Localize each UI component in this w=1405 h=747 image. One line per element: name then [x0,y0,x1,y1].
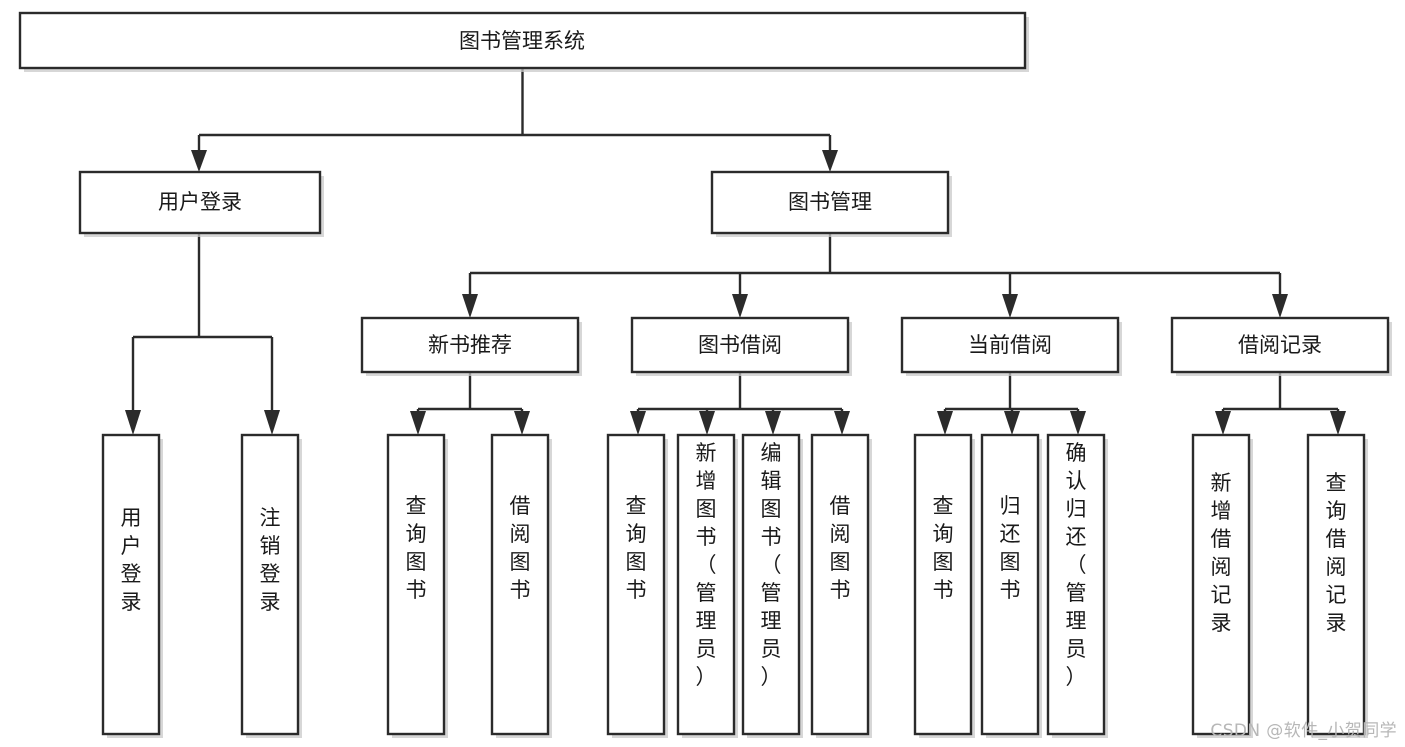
leaf-borrow-record-1-rect [1306,433,1366,736]
arrow-bookborrow-2 [765,411,781,435]
node-user-login[interactable]: 用户登录 [78,170,324,237]
arrow-bookborrow-0 [630,411,646,435]
arrow-currentborrow-2 [1070,411,1086,435]
leaf-borrow-record-0-rect [1191,433,1251,736]
leaf-book-borrow-0[interactable]: 查询图书 [606,433,668,738]
arrow-bookborrow-1 [699,411,715,435]
arrow-bookmanage-1 [732,294,748,318]
leaf-user-login-0[interactable]: 用户登录 [101,433,163,738]
leaf-user-login-1[interactable]: 注销登录 [240,433,302,738]
node-user-login-label: 用户登录 [158,190,242,214]
arrow-root-to-l1-0 [191,150,207,172]
leaf-borrow-record-1-label: 查询借阅记录 [1326,471,1347,635]
leaf-book-borrow-0-label: 查询图书 [626,494,647,602]
node-book-manage-label: 图书管理 [788,190,872,214]
arrow-bookborrow-3 [834,411,850,435]
leaf-current-borrow-1[interactable]: 归还图书 [980,433,1042,738]
leaf-book-borrow-3[interactable]: 借阅图书 [810,433,872,738]
leaf-book-borrow-2-rect [741,433,801,736]
csdn-watermark: CSDN @软件_小贺同学 [1210,721,1397,741]
leaf-book-borrow-3-rect [810,433,870,736]
leaf-current-borrow-0[interactable]: 查询图书 [913,433,975,738]
connector-group-borrow-record [1215,372,1346,435]
leaf-new-book-0-label: 查询图书 [406,494,427,602]
leaf-new-book-0[interactable]: 查询图书 [386,433,448,738]
leaf-book-borrow-3-label: 借阅图书 [830,494,851,602]
node-borrow-record-rect [1170,316,1390,374]
leaf-current-borrow-2[interactable]: 确认归还（管理员） [1046,433,1108,738]
arrow-newbook-1 [514,411,530,435]
leaf-book-borrow-1-label: 新增图书（管理员） [696,441,717,689]
leaf-new-book-1-rect [490,433,550,736]
arrow-newbook-0 [410,411,426,435]
arrow-currentborrow-1 [1004,411,1020,435]
leaf-new-book-0-rect [386,433,446,736]
leaf-user-login-1-rect [240,433,300,736]
node-current-borrow-rect [900,316,1120,374]
node-borrow-record-label: 借阅记录 [1238,333,1322,357]
leaf-current-borrow-0-rect [913,433,973,736]
connector-group-new-book [410,372,530,435]
node-new-book-recommend-label: 新书推荐 [428,333,512,357]
node-current-borrow-label: 当前借阅 [968,333,1052,357]
leaf-new-book-1[interactable]: 借阅图书 [490,433,552,738]
node-new-book-recommend[interactable]: 新书推荐 [360,316,582,376]
arrow-bookmanage-3 [1272,294,1288,318]
node-current-borrow[interactable]: 当前借阅 [900,316,1122,376]
node-root-rect [18,11,1027,70]
leaf-new-book-1-label: 借阅图书 [510,494,531,602]
node-new-book-recommend-rect [360,316,580,374]
node-root[interactable]: 图书管理系统 [18,11,1029,72]
node-book-borrow-label: 图书借阅 [698,333,782,357]
leaf-book-borrow-2[interactable]: 编辑图书（管理员） [741,433,803,738]
node-root-label: 图书管理系统 [459,29,585,53]
arrow-currentborrow-0 [937,411,953,435]
arrow-bookmanage-0 [462,294,478,318]
leaf-user-login-1-label: 注销登录 [260,506,281,614]
arrow-userlogin-1 [264,410,280,435]
leaf-current-borrow-2-rect [1046,433,1106,736]
leaf-user-login-0-label: 用户登录 [121,506,142,614]
node-user-login-rect [78,170,322,235]
leaf-book-borrow-1-rect [676,433,736,736]
node-borrow-record[interactable]: 借阅记录 [1170,316,1392,376]
connector-group-root [191,68,838,172]
connector-group-book-manage [462,233,1288,318]
leaf-book-borrow-1[interactable]: 新增图书（管理员） [676,433,738,738]
arrow-borrowrecord-1 [1330,411,1346,435]
leaf-user-login-0-rect [101,433,161,736]
arrow-bookmanage-2 [1002,294,1018,318]
connector-group-user-login [125,233,280,435]
leaf-current-borrow-0-label: 查询图书 [933,494,954,602]
connector-group-book-borrow [630,372,850,435]
arrow-root-to-l1-1 [822,150,838,172]
leaf-current-borrow-1-rect [980,433,1040,736]
leaf-current-borrow-2-label: 确认归还（管理员） [1066,441,1087,689]
leaf-borrow-record-0-label: 新增借阅记录 [1211,471,1232,635]
arrow-borrowrecord-0 [1215,411,1231,435]
node-book-borrow-rect [630,316,850,374]
connector-group-current-borrow [937,372,1086,435]
leaf-book-borrow-0-rect [606,433,666,736]
leaf-borrow-record-1[interactable]: 查询借阅记录 [1306,433,1368,738]
leaf-book-borrow-2-label: 编辑图书（管理员） [761,441,782,689]
leaf-current-borrow-1-label: 归还图书 [1000,494,1021,602]
node-book-manage[interactable]: 图书管理 [710,170,952,237]
node-book-borrow[interactable]: 图书借阅 [630,316,852,376]
node-book-manage-rect [710,170,950,235]
leaf-borrow-record-0[interactable]: 新增借阅记录 [1191,433,1253,738]
arrow-userlogin-0 [125,410,141,435]
